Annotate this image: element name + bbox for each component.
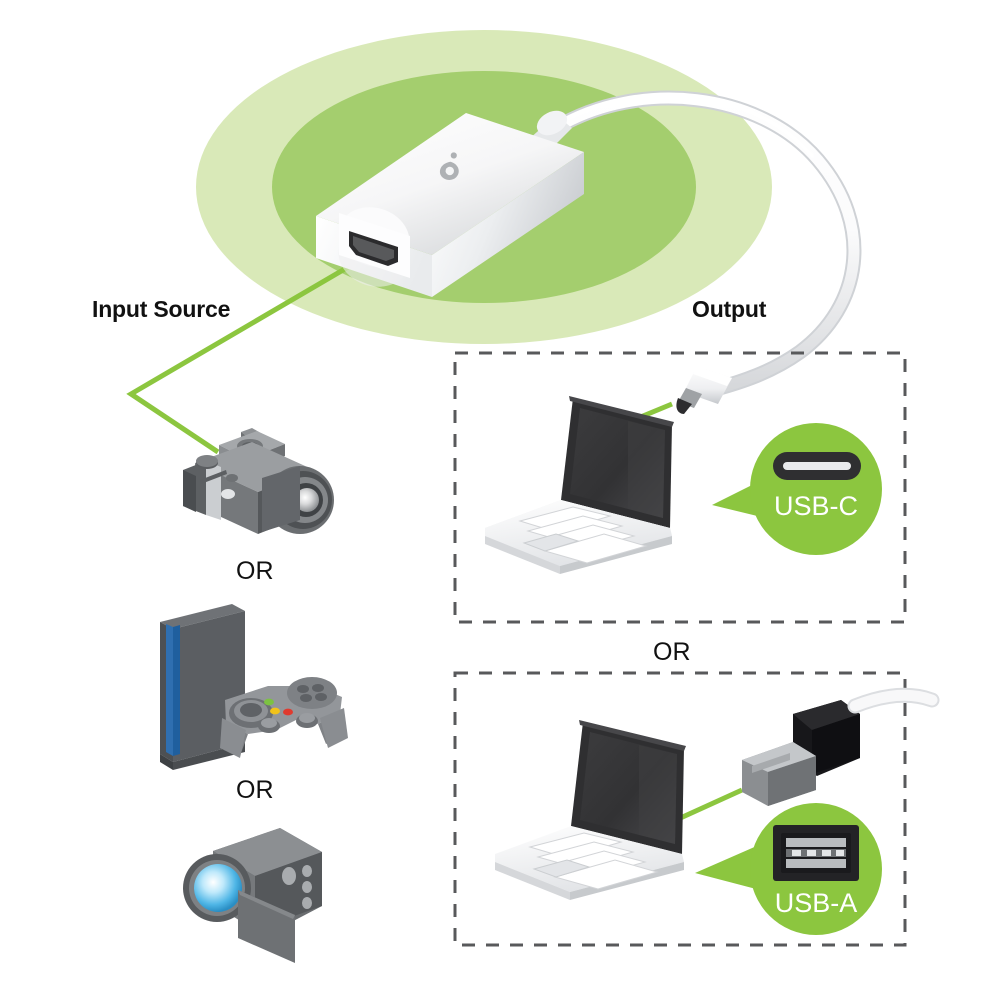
output-label: Output <box>692 296 767 322</box>
adapter-side-face <box>432 152 584 297</box>
usb-a-bubble-label: USB-A <box>775 888 858 918</box>
usb-c-connector <box>676 366 732 414</box>
input-connection-line <box>126 253 369 455</box>
usb-c-callout-bubble: USB-C <box>712 423 882 555</box>
usb-a-connector <box>742 687 940 806</box>
or-label-camera-console: OR <box>236 557 274 585</box>
game-controller <box>220 677 348 758</box>
usb-a-option-box <box>453 671 907 947</box>
laptop-usb-a <box>495 720 686 900</box>
hdmi-port <box>349 231 398 266</box>
or-label-console-camcorder: OR <box>236 776 274 804</box>
adapter-output-cable <box>548 90 862 398</box>
input-source-label: Input Source <box>92 296 231 322</box>
usb-c-option-box <box>453 351 907 624</box>
usb-c-bubble-label: USB-C <box>774 491 858 521</box>
usb-a-callout-bubble: USB-A <box>695 803 882 935</box>
camera-icon <box>183 428 334 534</box>
usb-a-port-icon <box>773 825 859 881</box>
iogear-droplet-logo <box>439 152 459 180</box>
game-console-icon <box>160 604 348 770</box>
usb-c-port-icon <box>773 452 861 480</box>
usb-a-option-contents: USB-A <box>495 687 940 935</box>
capture-adapter-device <box>316 110 584 297</box>
usb-c-option-contents: USB-C <box>485 366 882 574</box>
camcorder-lens <box>183 854 251 922</box>
camcorder-icon <box>183 828 322 963</box>
laptop-usb-c <box>485 396 674 574</box>
or-label-usb-options: OR <box>653 638 691 666</box>
usb-c-bubble-circle <box>750 423 882 555</box>
